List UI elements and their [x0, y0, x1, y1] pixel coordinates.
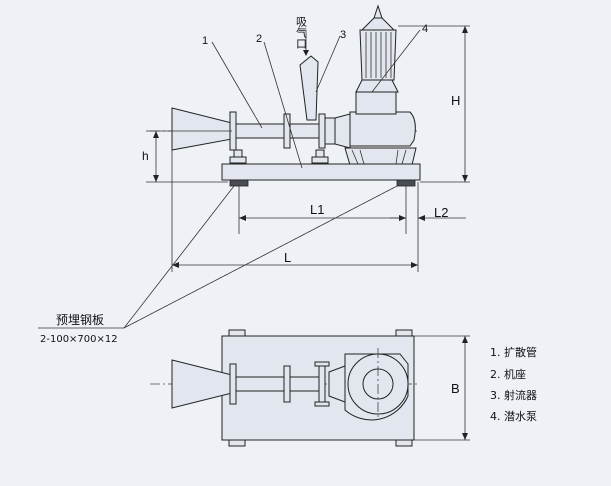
callout-2: 2 [256, 33, 262, 45]
front-view: 1 2 3 4 吸气口 H h L1 L2 [123, 4, 470, 329]
pump-volute [349, 111, 416, 147]
submersible-motor [359, 29, 397, 81]
ejector-body [334, 113, 351, 149]
dim-L1: L1 [310, 202, 324, 217]
parts-legend: 1. 扩散管 2. 机座 3. 射流器 4. 潜水泵 [490, 345, 537, 423]
legend-item-4: 4. 潜水泵 [490, 409, 537, 423]
machine-base [221, 163, 421, 181]
air-inlet-pipe [299, 55, 319, 121]
plate-spec: 2-100×700×12 [40, 334, 118, 345]
callout-3: 3 [340, 29, 346, 41]
dim-L2: L2 [434, 205, 448, 220]
embedded-plate-left [229, 179, 249, 187]
inlet-arrow-icon [303, 50, 309, 56]
legend-item-2: 2. 机座 [490, 367, 526, 381]
plate-title: 预埋钢板 [56, 313, 104, 327]
dim-H: H [451, 93, 460, 108]
dim-L: L [284, 250, 291, 265]
embedded-plate-right [396, 179, 416, 187]
diffuser-cone [171, 107, 233, 151]
legend-item-1: 1. 扩散管 [490, 345, 537, 359]
callout-4: 4 [422, 23, 428, 35]
callout-1: 1 [202, 35, 208, 47]
pump-stand [344, 147, 417, 166]
dim-h: h [142, 149, 149, 163]
top-view: B [150, 329, 470, 447]
embedded-plate-note: 预埋钢板 2-100×700×12 [38, 313, 124, 345]
inlet-label: 吸气口 [295, 16, 308, 49]
dim-B: B [451, 381, 460, 396]
legend-item-3: 3. 射流器 [490, 388, 537, 402]
diffuser-pipe [229, 123, 286, 139]
